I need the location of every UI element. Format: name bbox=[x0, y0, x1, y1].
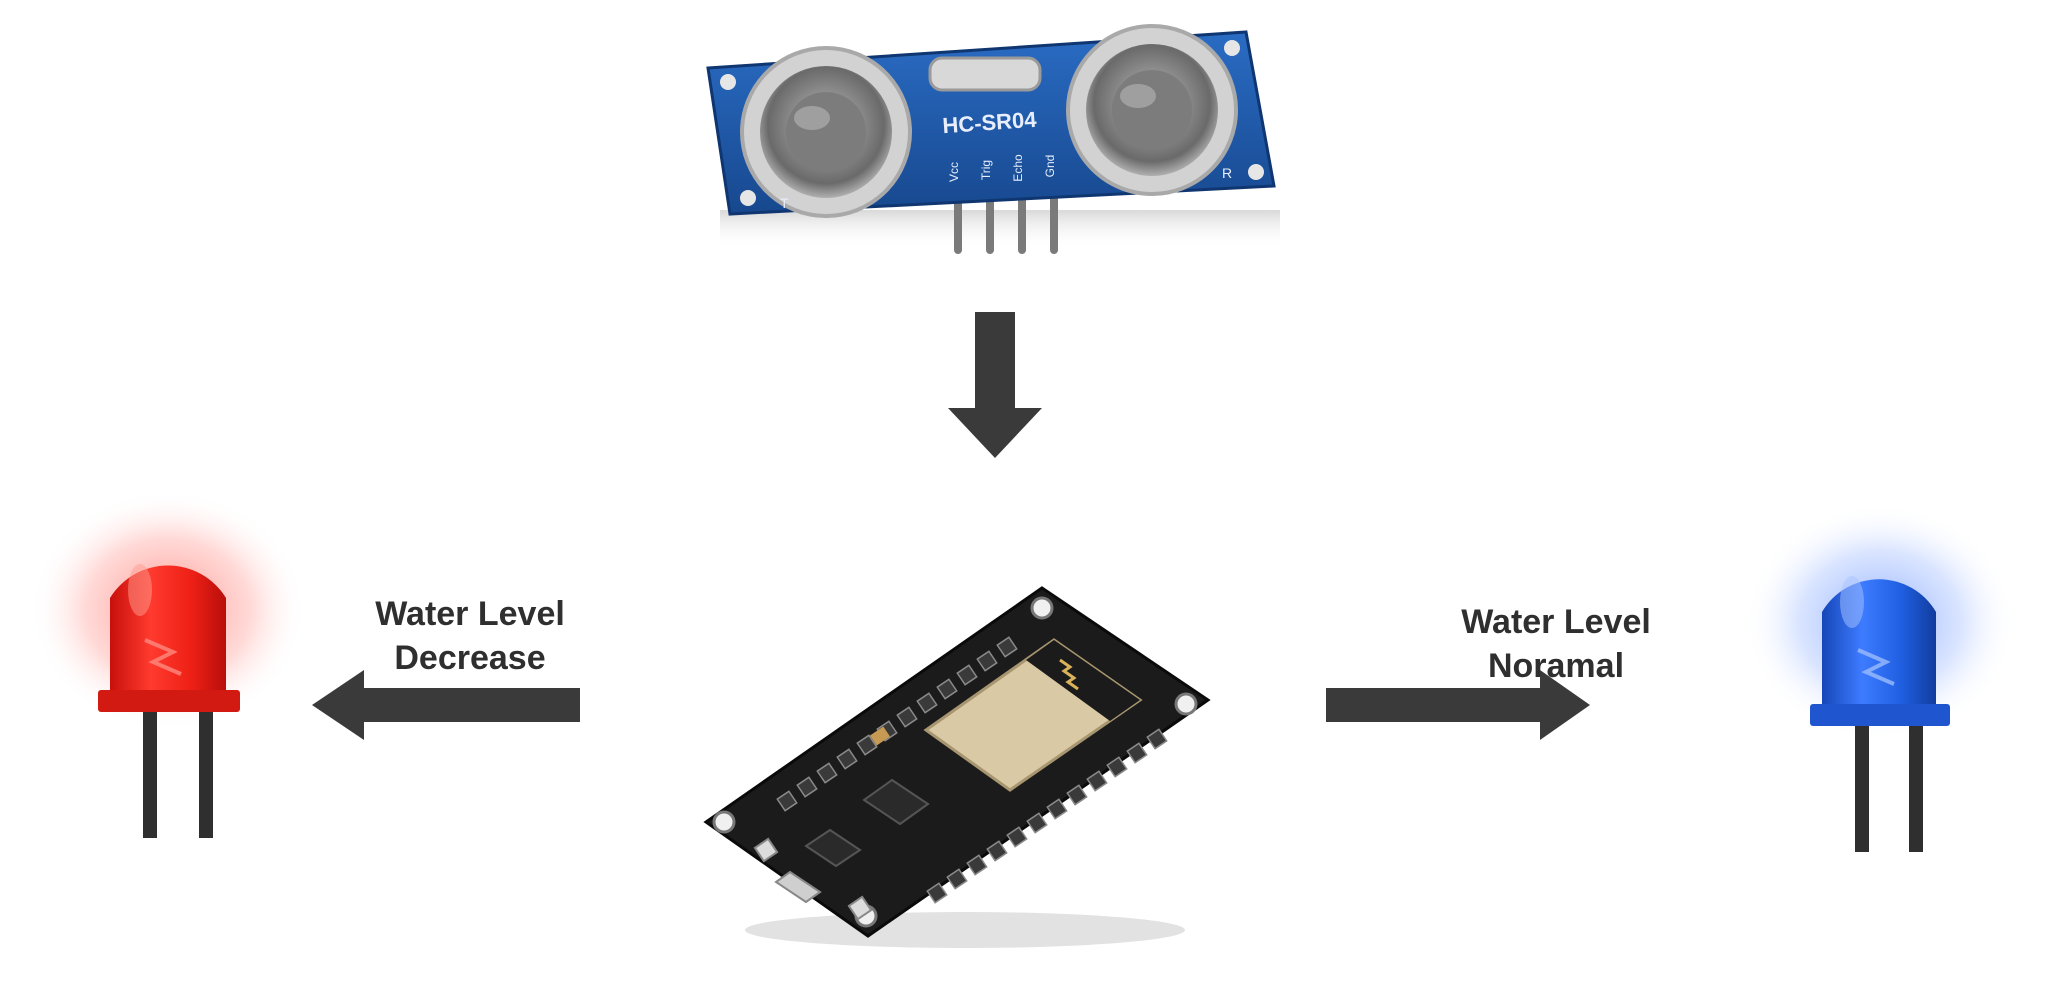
nodemcu-board-icon bbox=[703, 586, 1211, 948]
label-left-line2: Decrease bbox=[394, 639, 546, 677]
label-water-level-decrease: Water Level Decrease bbox=[350, 592, 590, 680]
ultrasonic-sensor-icon: HC-SR04 Vcc Trig Echo Gnd T R bbox=[706, 24, 1280, 254]
arrow-down bbox=[948, 312, 1042, 458]
label-right-line2: Noramal bbox=[1487, 647, 1625, 685]
pin-label-trig: Trig bbox=[979, 160, 993, 180]
blue-led-icon bbox=[1744, 504, 2016, 852]
pin-label-gnd: Gnd bbox=[1043, 155, 1057, 178]
label-left-line1: Water Level bbox=[375, 595, 565, 633]
arrow-left bbox=[312, 670, 580, 740]
board-mark-t: T bbox=[780, 195, 789, 211]
pin-label-echo: Echo bbox=[1011, 154, 1025, 182]
transducer-right bbox=[1066, 24, 1238, 196]
red-led-icon bbox=[30, 490, 306, 838]
arrow-right bbox=[1326, 670, 1590, 740]
board-mark-r: R bbox=[1222, 165, 1232, 181]
pin-label-vcc: Vcc bbox=[947, 162, 961, 182]
wifi-module bbox=[923, 638, 1143, 792]
label-water-level-normal: Water Level Noramal bbox=[1436, 600, 1676, 688]
label-right-line1: Water Level bbox=[1461, 603, 1651, 641]
transducer-left bbox=[740, 46, 912, 218]
